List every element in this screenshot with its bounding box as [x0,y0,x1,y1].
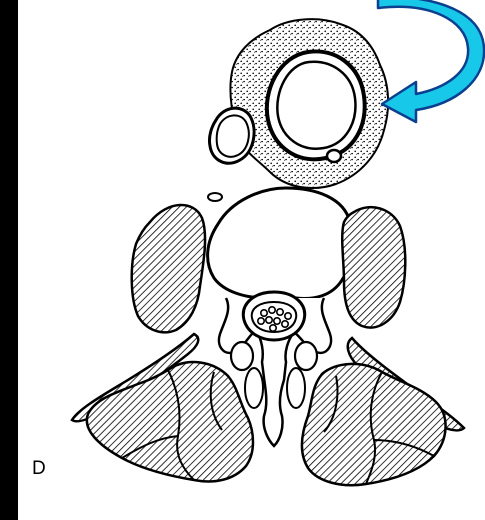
aorta [230,19,388,188]
small-branch-vessel [327,150,341,162]
left-facet [231,342,253,370]
figure-panel: D [18,0,485,520]
right-erector-spinae [302,364,446,485]
small-lymph-node [208,193,222,201]
vertebral-body [208,188,353,300]
spine-cross-section-diagram [18,0,485,520]
aortic-lumen [277,62,355,149]
curved-rotation-arrow-icon [378,0,484,122]
left-psoas-muscle [132,205,205,332]
right-psoas-muscle [342,207,405,327]
right-lamina [287,368,305,408]
left-erector-spinae [87,362,253,481]
left-lamina [245,368,263,408]
panel-letter: D [32,458,46,480]
vena-cava [209,108,254,163]
right-facet [295,342,317,370]
spinal-canal [243,292,304,340]
